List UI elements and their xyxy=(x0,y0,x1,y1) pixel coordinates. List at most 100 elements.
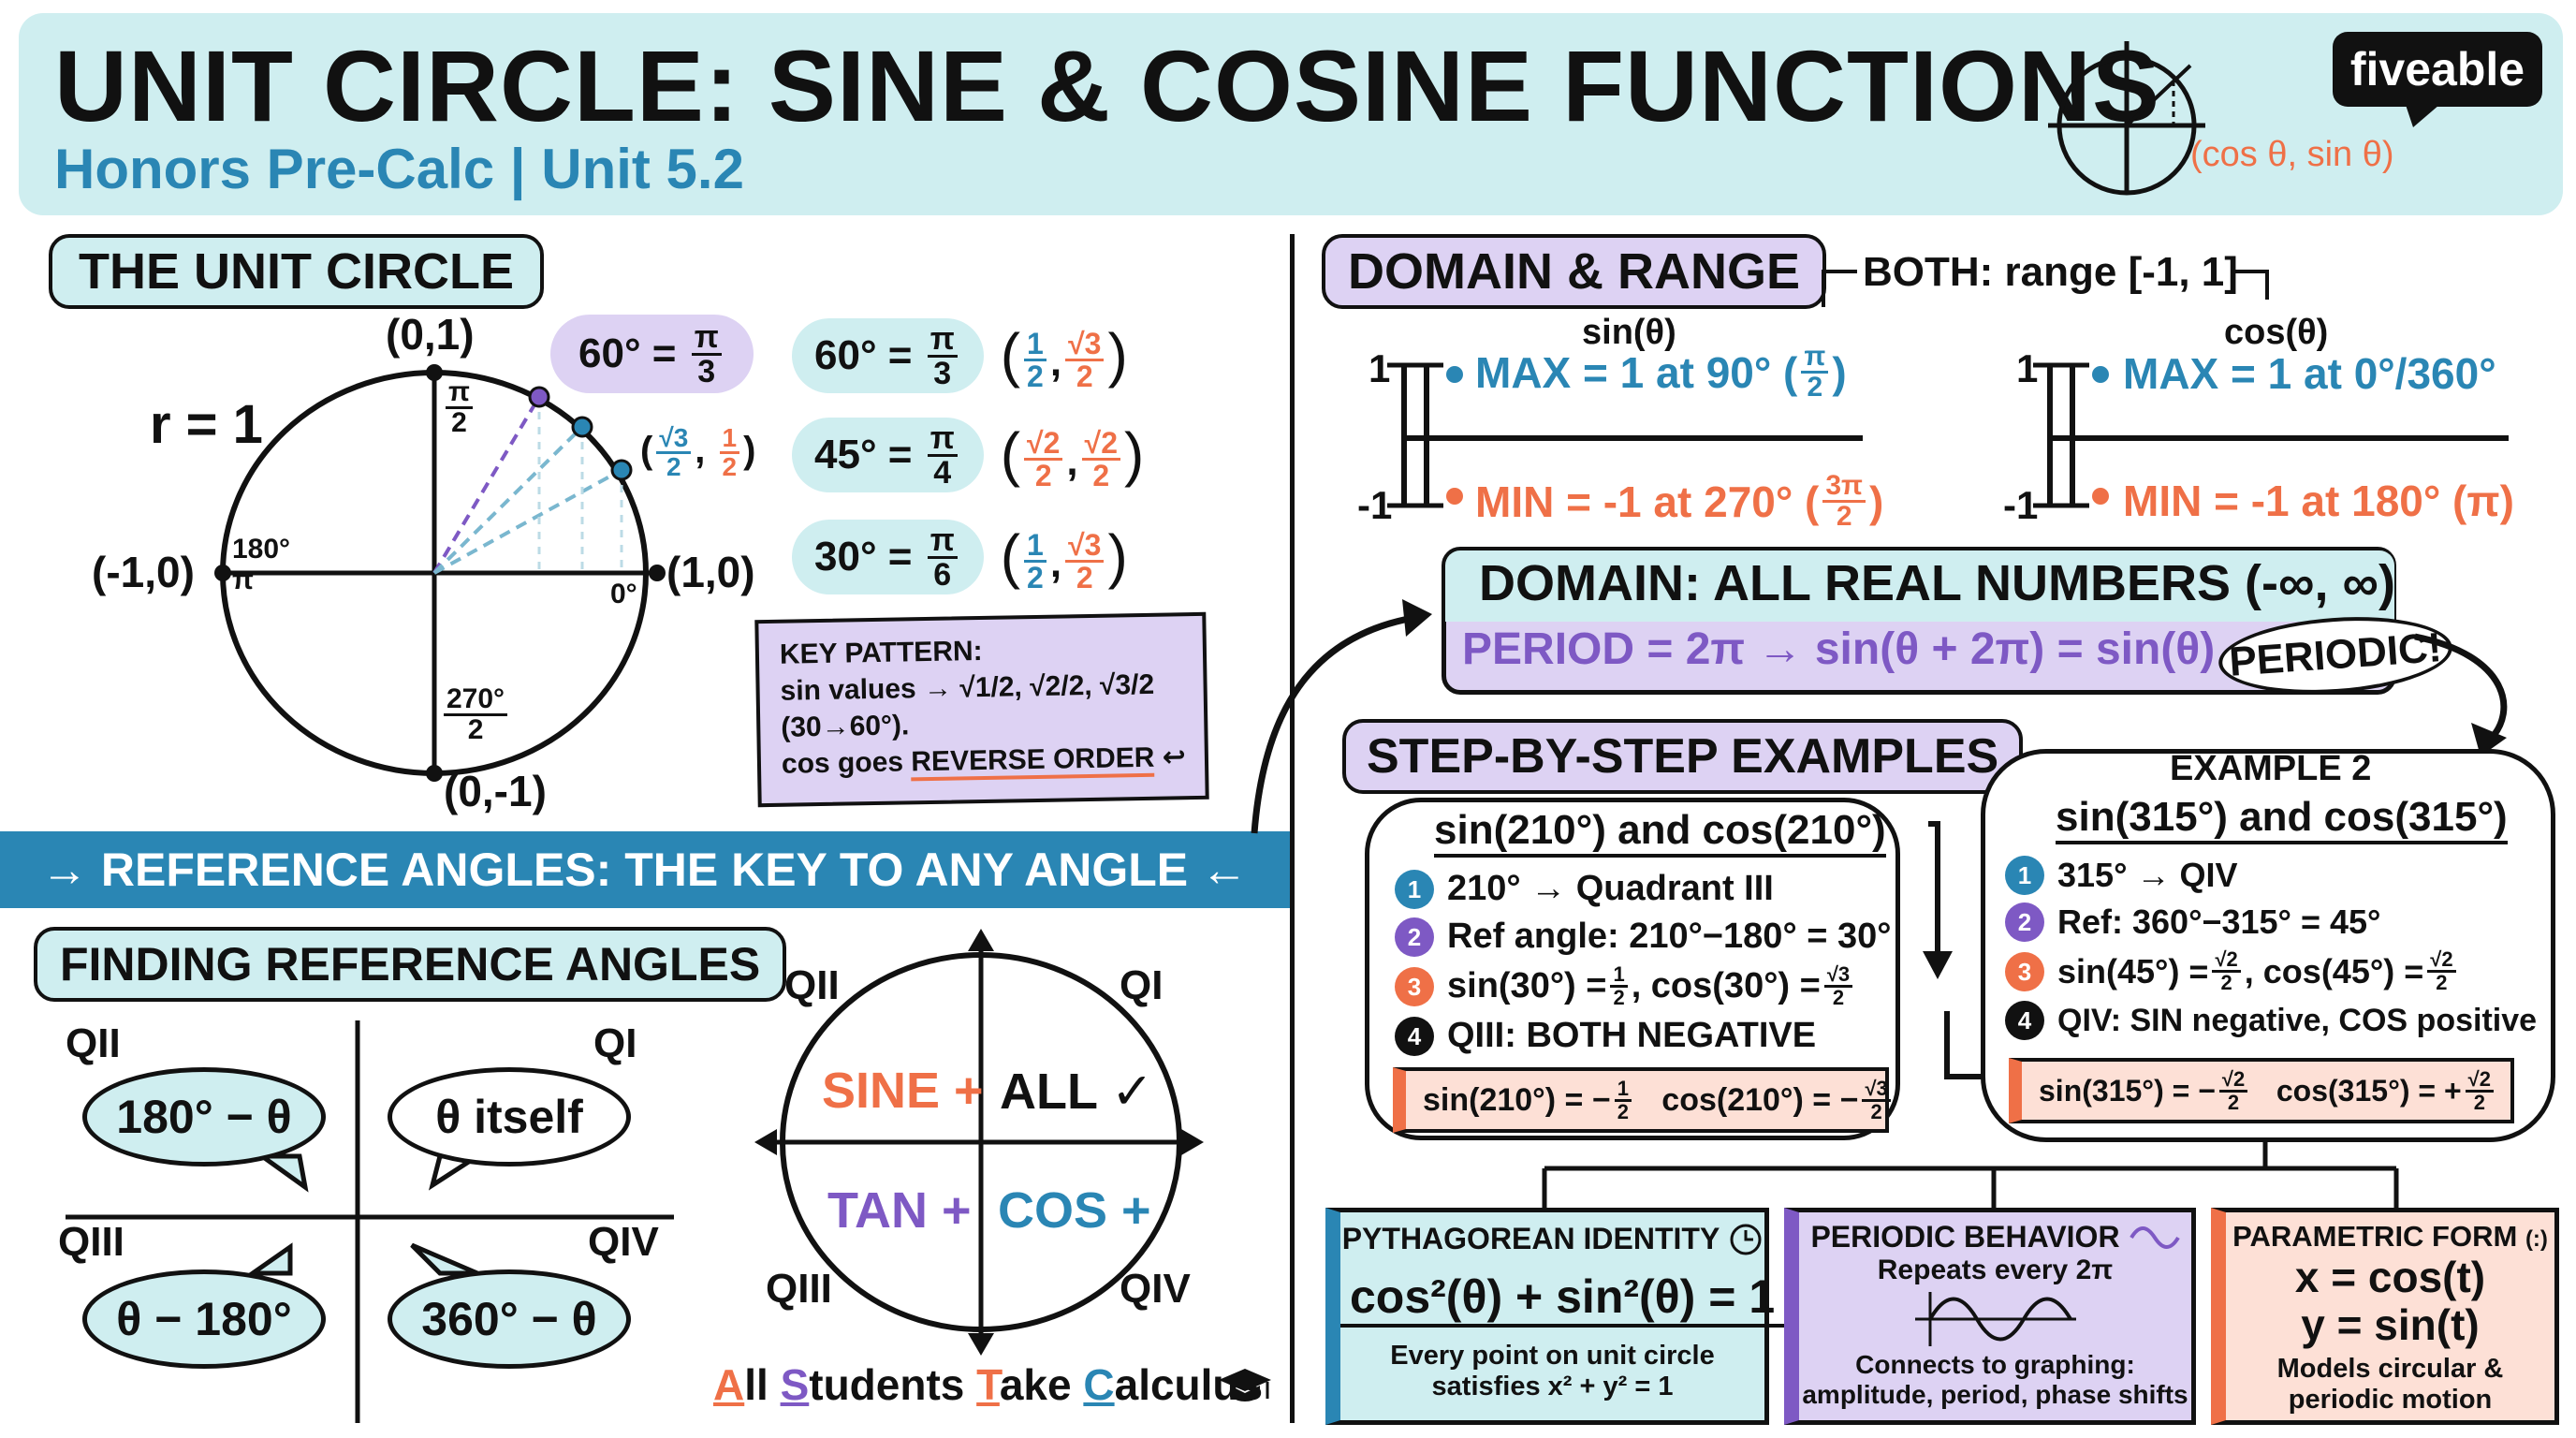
page-subtitle: Honors Pre-Calc | Unit 5.2 xyxy=(54,138,744,200)
angle-270: 270°2 xyxy=(440,685,511,744)
example2-title: sin(315°) and cos(315°) xyxy=(2056,794,2508,844)
domain-range-heading: DOMAIN & RANGE xyxy=(1322,234,1826,309)
unit-circle-logo-icon xyxy=(2048,41,2205,196)
parametric-title: PARAMETRIC FORM xyxy=(2232,1220,2518,1253)
finding-q1-label: QI xyxy=(593,1020,637,1066)
cos-min-label: MIN = -1 at 180° (π) xyxy=(2123,477,2514,525)
clock-icon xyxy=(1730,1224,1762,1255)
cos-range-axis xyxy=(2033,362,2509,508)
periodic-desc1: Connects to graphing: xyxy=(1855,1350,2135,1379)
cos-max-label: MAX = 1 at 0°/360° xyxy=(2123,349,2496,398)
pythagorean-desc2: satisfies x² + y² = 1 xyxy=(1431,1372,1674,1401)
radius-label: r = 1 xyxy=(150,394,263,455)
mnemonic-a-cap: A xyxy=(713,1360,745,1409)
finding-q2-label: QII xyxy=(66,1020,121,1066)
example1-title: sin(210°) and cos(210°) xyxy=(1434,807,1886,858)
cos-label: cos(θ) xyxy=(2224,313,2329,352)
point-right: (1,0) xyxy=(666,548,755,596)
parametric-panel: PARAMETRIC FORM (:) x = cos(t) y = sin(t… xyxy=(2211,1208,2559,1425)
sin-range-axis xyxy=(1387,362,1863,508)
mnemonic-s-cap: S xyxy=(780,1360,810,1409)
page-title: UNIT CIRCLE: SINE & COSINE FUNCTIONS xyxy=(54,29,2161,142)
q4-formula-bubble: 360° − θ xyxy=(388,1269,631,1369)
astc-circle xyxy=(754,929,1204,1356)
finding-q4-label: QIV xyxy=(588,1219,659,1265)
periodic-wave-graph xyxy=(1914,1292,2076,1346)
point-left: (-1,0) xyxy=(92,548,195,596)
bubble-tails xyxy=(245,1153,486,1276)
angle-0: 0° xyxy=(610,579,637,609)
astc-cos: COS + xyxy=(998,1182,1151,1239)
parametric-desc2: periodic motion xyxy=(2288,1385,2493,1416)
reference-angles-banner: → REFERENCE ANGLES: THE KEY TO ANY ANGLE… xyxy=(0,831,1292,908)
parametric-y: y = sin(t) xyxy=(2301,1299,2480,1349)
unit-circle-figure xyxy=(214,364,666,782)
finding-quadrant-lines xyxy=(66,1020,674,1423)
astc-sine: SINE + xyxy=(822,1063,984,1119)
q1-formula-bubble: θ itself xyxy=(388,1067,631,1167)
point-bottom: (0,-1) xyxy=(444,767,547,815)
sin-axis-bottom: -1 xyxy=(1357,483,1393,527)
pythagorean-title: PYTHAGOREAN IDENTITY xyxy=(1341,1222,1720,1255)
q3-formula-bubble: θ − 180° xyxy=(82,1269,326,1369)
astc-q1-label: QI xyxy=(1120,962,1164,1008)
examples-heading: STEP-BY-STEP EXAMPLES xyxy=(1342,719,2024,794)
sin-axis-top: 1 xyxy=(1368,346,1391,390)
angle-180: 180°π xyxy=(232,534,291,595)
example2-label: EXAMPLE 2 xyxy=(2170,749,2372,788)
sine-wave-icon xyxy=(2129,1225,2180,1249)
parametric-desc1: Models circular & xyxy=(2276,1354,2504,1385)
cos-axis-bottom: -1 xyxy=(2003,483,2039,527)
finding-heading: FINDING REFERENCE ANGLES xyxy=(34,927,787,1002)
domain-inner-box xyxy=(1445,550,2394,622)
periodic-title: PERIODIC BEHAVIOR xyxy=(1810,1220,2120,1254)
point-top: (0,1) xyxy=(386,310,475,359)
domain-text: DOMAIN: ALL REAL NUMBERS (-∞, ∞) xyxy=(1479,555,2395,611)
parametric-icon: (:) xyxy=(2525,1226,2548,1252)
center-divider xyxy=(1290,234,1295,1423)
parametric-x: x = cos(t) xyxy=(2294,1253,2486,1301)
unit-circle-heading: THE UNIT CIRCLE xyxy=(49,234,544,309)
logo-tail xyxy=(2406,105,2439,127)
mnemonic-c-cap: C xyxy=(1083,1360,1115,1409)
both-bracket xyxy=(1822,270,2269,307)
logo-point-label: (cos θ, sin θ) xyxy=(2190,135,2394,174)
pythagorean-desc1: Every point on unit circle xyxy=(1390,1341,1715,1371)
astc-mnemonic: All Students Take Calculus xyxy=(713,1360,1264,1409)
graduation-cap-icon xyxy=(1219,1369,1271,1401)
astc-tan: TAN + xyxy=(827,1182,972,1239)
sin-label: sin(θ) xyxy=(1582,313,1676,352)
fiveable-logo: fiveable xyxy=(2333,32,2542,107)
mnemonic-t-cap: T xyxy=(976,1360,1000,1409)
periodic-desc2: amplitude, period, phase shifts xyxy=(1802,1380,2188,1409)
astc-all: ALL ✓ xyxy=(1000,1064,1154,1120)
periodic-sub: Repeats every 2π xyxy=(1877,1255,2114,1285)
finding-q3-label: QIII xyxy=(58,1219,124,1265)
q2-formula-bubble: 180° − θ xyxy=(82,1067,326,1167)
